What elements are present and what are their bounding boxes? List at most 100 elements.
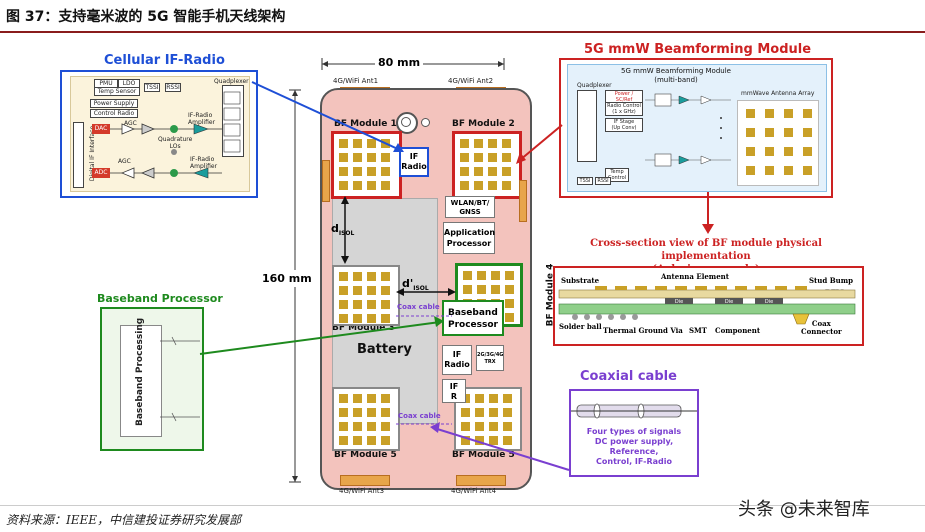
antenna-patch bbox=[381, 167, 390, 176]
antenna-element bbox=[735, 286, 747, 290]
green-arrow bbox=[199, 321, 441, 355]
antenna-patch bbox=[746, 147, 755, 156]
coaxial-panel: Four types of signals DC power supply, R… bbox=[569, 389, 699, 477]
if-radio-3-box: IF R bbox=[442, 379, 466, 403]
cross-section-title: Cross-section view of BF module physical… bbox=[590, 238, 822, 262]
coax-label-2: Coax cable bbox=[398, 412, 441, 420]
antenna-patch bbox=[463, 271, 472, 280]
solder-ball bbox=[620, 314, 626, 320]
width-label: 80 mm bbox=[375, 56, 424, 69]
antenna-patch bbox=[381, 408, 390, 417]
dac-box: DAC bbox=[92, 124, 110, 134]
antenna-patch bbox=[488, 153, 497, 162]
height-label: 160 mm bbox=[262, 270, 312, 287]
antenna-patch bbox=[353, 167, 362, 176]
antenna-patch bbox=[765, 109, 774, 118]
die-block bbox=[715, 298, 743, 304]
d-isol2-label: d'ISOL bbox=[402, 277, 429, 293]
antenna-patch bbox=[746, 128, 755, 137]
antenna-patch bbox=[488, 181, 497, 190]
antenna-element bbox=[675, 286, 687, 290]
antenna-patch bbox=[461, 422, 470, 431]
antenna-patch bbox=[367, 394, 376, 403]
mmw-radio-control-label: Radio Control (1 x GHz) bbox=[607, 103, 641, 115]
antenna-patch bbox=[474, 139, 483, 148]
antenna-patch bbox=[353, 272, 362, 281]
temp-sensor-label: Temp Sensor bbox=[97, 88, 137, 95]
antenna-patch bbox=[367, 422, 376, 431]
stud-bump-label: Stud Bump bbox=[809, 276, 854, 285]
if-amp1-label: IF-Radio Amplifier bbox=[188, 112, 216, 126]
antenna-patch bbox=[367, 181, 376, 190]
mmw-if-stage-box: IF Stage (Up Conv) bbox=[605, 118, 643, 132]
mmw-array-label: mmWave Antenna Array bbox=[741, 90, 815, 97]
antenna-patch bbox=[502, 181, 511, 190]
antenna-patch bbox=[339, 436, 348, 445]
antenna-patch bbox=[381, 394, 390, 403]
antenna-patch bbox=[367, 153, 376, 162]
antenna-patch bbox=[475, 422, 484, 431]
antenna-patch bbox=[353, 394, 362, 403]
control-radio-label: Control Radio bbox=[93, 110, 135, 117]
antenna-element bbox=[775, 286, 787, 290]
if-amp1-icon bbox=[193, 123, 209, 135]
cellular-panel: PMU LDO Temp Sensor TSSI RSSI Quadplexer… bbox=[60, 70, 258, 198]
antenna-patch bbox=[474, 181, 483, 190]
antenna-patch bbox=[339, 286, 348, 295]
solder-ball bbox=[608, 314, 614, 320]
mmw-radio-control-box: Radio Control (1 x GHz) bbox=[605, 102, 643, 116]
mmw-rssi-label: RSSI bbox=[597, 178, 609, 184]
agc1-label: AGC bbox=[124, 120, 137, 127]
mmw-power-label: Power / SC/Ref bbox=[614, 91, 634, 103]
antenna-patch bbox=[460, 153, 469, 162]
antenna-patch bbox=[477, 285, 486, 294]
red-arrow bbox=[519, 124, 563, 161]
die-label: Die bbox=[765, 299, 773, 305]
antenna-element-label: Antenna Element bbox=[661, 272, 729, 281]
antenna-patch bbox=[367, 272, 376, 281]
antenna-patch bbox=[367, 286, 376, 295]
antenna-patch bbox=[381, 153, 390, 162]
antenna-patch bbox=[353, 300, 362, 309]
mmw-circuit bbox=[645, 93, 731, 167]
antenna-patch bbox=[339, 422, 348, 431]
power-supply-box: Power Supply bbox=[90, 99, 138, 108]
antenna-patch bbox=[505, 313, 514, 322]
battery-label: Battery bbox=[357, 342, 412, 357]
antenna-element bbox=[795, 286, 807, 290]
if-amp2-label: IF-Radio Amplifier bbox=[190, 156, 218, 170]
bf-module-2-label: BF Module 2 bbox=[452, 119, 515, 129]
mmw-temp-label: Temp Control bbox=[607, 169, 627, 181]
antenna-patch bbox=[367, 436, 376, 445]
antenna-element bbox=[695, 286, 707, 290]
antenna-patch bbox=[367, 300, 376, 309]
side-ant-left bbox=[322, 160, 330, 202]
antenna-patch bbox=[475, 394, 484, 403]
antenna-patch bbox=[474, 167, 483, 176]
antenna-patch bbox=[353, 422, 362, 431]
die-block bbox=[665, 298, 693, 304]
antenna-patch bbox=[784, 109, 793, 118]
trx-box: 2G/3G/4G TRX bbox=[476, 345, 504, 371]
antenna-patch bbox=[353, 286, 362, 295]
cross-section-panel: Substrate Antenna Element Stud Bump RFIC… bbox=[553, 266, 864, 346]
antenna-patch bbox=[489, 422, 498, 431]
ant3-label: 4G/WiFi Ant3 bbox=[339, 487, 385, 495]
baseband-chip bbox=[120, 325, 162, 437]
antenna-patch bbox=[489, 408, 498, 417]
antenna-patch bbox=[765, 166, 774, 175]
antenna-patch bbox=[502, 139, 511, 148]
antenna-patch bbox=[381, 272, 390, 281]
rssi-label: RSSI bbox=[166, 84, 180, 91]
coax-line-2: DC power supply, bbox=[594, 437, 674, 446]
antenna-patch bbox=[381, 181, 390, 190]
antenna-patch bbox=[339, 314, 348, 323]
solder-ball bbox=[632, 314, 638, 320]
lo-icon bbox=[171, 149, 177, 155]
antenna-patch bbox=[339, 272, 348, 281]
antenna-patch bbox=[353, 139, 362, 148]
antenna-element bbox=[715, 286, 727, 290]
antenna-patch bbox=[502, 153, 511, 162]
mmw-inner-title: 5G mmW Beamforming Module (multi-band) bbox=[621, 67, 731, 84]
antenna-patch bbox=[367, 408, 376, 417]
